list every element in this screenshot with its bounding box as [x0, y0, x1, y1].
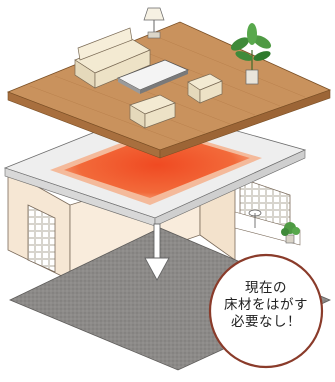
- sofa: [74, 27, 151, 89]
- wood-floor-top: [6, 21, 332, 151]
- wood-floor-edge-right: [159, 89, 331, 159]
- wood-floor-layer: [6, 7, 332, 159]
- callout-line-2: 床材をはがす: [224, 297, 308, 313]
- subfloor-edge-right: [154, 149, 306, 227]
- armchair-right: [187, 73, 223, 104]
- down-arrow-icon: [144, 223, 170, 281]
- glass-door: [27, 204, 56, 273]
- callout-line-1: 現在の: [245, 280, 287, 296]
- floor-lamp-icon: [143, 7, 165, 39]
- callout-line-3: 必要なし！: [231, 314, 301, 330]
- potted-plant-icon-small: [281, 222, 300, 244]
- potted-plant-icon: [230, 23, 272, 85]
- coffee-table: [117, 59, 190, 94]
- callout-text: 現在の 床材をはがす 必要なし！: [214, 280, 318, 331]
- balcony-area: [234, 209, 301, 246]
- callout-bubble: [208, 253, 324, 369]
- armchair-front: [129, 94, 176, 129]
- subfloor-layer: [3, 107, 307, 227]
- heater-panel: [64, 132, 250, 198]
